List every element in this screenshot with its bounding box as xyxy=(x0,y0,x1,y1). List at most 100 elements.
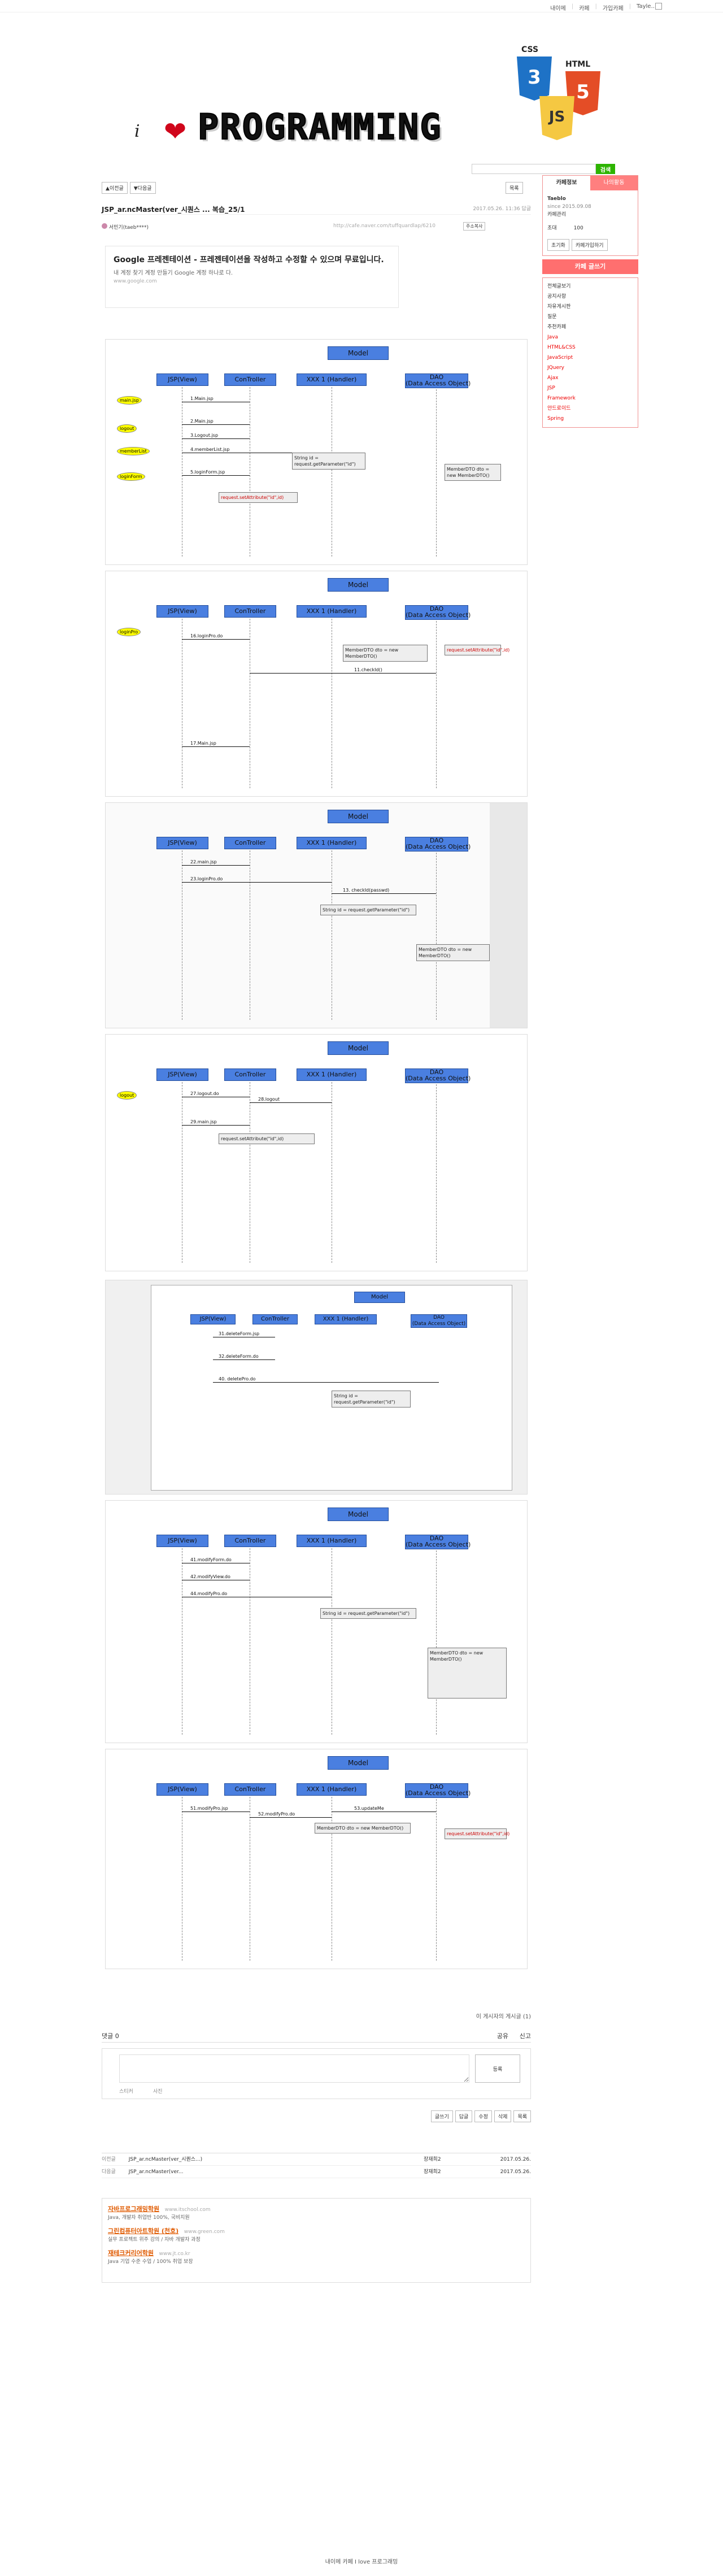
arrow-label: 40. deletePro.do xyxy=(219,1376,256,1382)
nav-row-prev[interactable]: 이전글 JSP_ar.ncMaster(ver_시퀀스...) 장재희2 201… xyxy=(102,2153,531,2166)
google-ad[interactable]: Google 프레젠테이션 - 프레젠테이션을 작성하고 수정할 수 있으며 무… xyxy=(105,246,399,308)
ad-item[interactable]: 자바프로그래밍학원 www.itschool.com Java, 개발자 취업반… xyxy=(108,2205,211,2221)
cafe-manage-link[interactable]: 카페관리 xyxy=(547,212,567,218)
lifeline xyxy=(436,621,437,788)
heart-icon: ❤ xyxy=(164,116,187,147)
gray-margin xyxy=(490,803,527,1028)
arrow-label: 27.logout.do xyxy=(190,1091,219,1096)
member-count: 100 xyxy=(573,225,583,231)
menu-section[interactable]: Java xyxy=(547,335,559,340)
comment-count[interactable]: 댓글 0 xyxy=(102,2032,119,2040)
gnb-item-joined[interactable]: 가입카페 xyxy=(602,6,624,12)
model-box: Model xyxy=(328,346,389,360)
list-button-bottom[interactable]: 목록 xyxy=(513,2110,531,2122)
tech-logos: CSS 3 HTML 5 JS xyxy=(517,40,619,153)
menu-item[interactable]: 전체글보기 xyxy=(547,284,571,289)
arrow xyxy=(182,1125,250,1126)
arrow-label: 5.loginForm.jsp xyxy=(190,470,225,475)
menu-section[interactable]: JavaScript xyxy=(547,355,573,360)
copy-url-button[interactable]: 주소복사 xyxy=(463,222,486,231)
menu-item[interactable]: 공지사항 xyxy=(547,294,567,299)
ad-item[interactable]: 재테크커리어학원 www.jt.co.kr Java 기업 수준 수업 / 10… xyxy=(108,2249,193,2265)
reply-button[interactable]: 답글 xyxy=(455,2110,473,2122)
ad-title[interactable]: Google 프레젠테이션 - 프레젠테이션을 작성하고 수정할 수 있으며 무… xyxy=(114,255,384,264)
author-posts-link[interactable]: 이 게시자의 게시글 (1) xyxy=(476,2014,531,2020)
code-note: MemberDTO dto = new MemberDTO() xyxy=(343,645,428,662)
post-date: 2017.05.26. 11:36 답글 xyxy=(473,206,531,212)
arrow-label: 16.loginPro.do xyxy=(190,633,223,638)
author-name[interactable]: 서민기(taeb****) xyxy=(108,225,149,231)
lifeline xyxy=(436,1550,437,1735)
post-action-buttons: 글쓰기 답글 수정 삭제 목록 xyxy=(430,2110,531,2122)
dao-box: DAO (Data Access Object) xyxy=(405,837,471,852)
handler-box: XXX 1 (Handler) xyxy=(315,1314,377,1324)
join-cafe-button[interactable]: 카페가입하기 xyxy=(571,239,608,251)
search-input[interactable] xyxy=(472,164,596,174)
controller-box: ConTroller xyxy=(224,373,276,386)
share-button[interactable]: 공유 xyxy=(496,2032,508,2040)
edit-button[interactable]: 수정 xyxy=(474,2110,492,2122)
nav-row-next[interactable]: 다음글 JSP_ar.ncMaster(ver... 장재희2 2017.05.… xyxy=(102,2166,531,2178)
gnb-item-user[interactable]: Tayle... xyxy=(637,3,656,10)
tab-my-activity[interactable]: 나의활동 xyxy=(590,176,638,190)
post-url[interactable]: http://cafe.naver.com/tuffquardlap/6210 xyxy=(333,223,435,229)
sticker-button[interactable]: 스티커 xyxy=(119,2089,133,2095)
report-button[interactable]: 신고 xyxy=(519,2032,531,2040)
arrow-label: 42.modifyView.do xyxy=(190,1574,230,1579)
model-box: Model xyxy=(328,810,389,823)
comment-submit-button[interactable]: 등록 xyxy=(475,2054,520,2083)
gnb-item-cafe[interactable]: 카페 xyxy=(579,6,590,12)
cafe-write-button[interactable]: 카페 글쓰기 xyxy=(542,259,638,274)
cafe-banner[interactable]: i ❤ PROGRAMMING CSS 3 HTML 5 JS xyxy=(113,23,616,164)
search-button[interactable]: 검색 xyxy=(596,164,615,174)
menu-item[interactable]: 질문 xyxy=(547,314,557,320)
sidebar: 카페정보 나의활동 Taeblo since 2015.09.08 카페관리 초… xyxy=(542,175,638,428)
comment-input[interactable] xyxy=(119,2054,469,2083)
comment-box: 등록 스티커 사진 xyxy=(102,2048,531,2099)
ad-url[interactable]: www.google.com xyxy=(114,279,157,284)
jsp-box: JSP(View) xyxy=(156,837,208,849)
arrow-label: 28.logout xyxy=(258,1097,280,1102)
prev-post-button[interactable]: ▲이전글 xyxy=(102,182,128,194)
gnb-item-me[interactable]: 내이메 xyxy=(550,6,566,12)
code-note: String id = request.getParameter("id") xyxy=(292,453,365,470)
menu-section[interactable]: HTML&CSS xyxy=(547,345,576,350)
arrow-label: 3.Logout.jsp xyxy=(190,433,219,438)
handler-box: XXX 1 (Handler) xyxy=(297,1068,367,1081)
list-button[interactable]: 목록 xyxy=(506,182,523,194)
sequence-diagram-1: Model JSP(View) ConTroller XXX 1 (Handle… xyxy=(105,339,528,565)
grid-menu-icon[interactable] xyxy=(655,3,662,10)
sequence-diagram-5: Model JSP(View) ConTroller XXX 1 (Handle… xyxy=(105,1280,528,1495)
code-note: request.setAttribute("id",id) xyxy=(219,492,298,503)
banner-i: i xyxy=(134,121,140,141)
next-post-button[interactable]: ▼다음글 xyxy=(129,182,156,194)
avatar xyxy=(102,223,107,229)
arrow xyxy=(182,746,250,747)
invite-link[interactable]: 초대 xyxy=(547,225,557,231)
jsp-box: JSP(View) xyxy=(156,1535,208,1547)
menu-section[interactable]: JSP xyxy=(547,385,555,391)
arrow xyxy=(182,438,250,439)
tab-cafe-info[interactable]: 카페정보 xyxy=(543,176,590,190)
css-label: CSS xyxy=(521,45,539,54)
menu-item[interactable]: 자유게시판 xyxy=(547,304,571,310)
menu-item[interactable]: 추천카페 xyxy=(547,324,567,330)
menu-section[interactable]: JQuery xyxy=(547,365,565,371)
write-button[interactable]: 글쓰기 xyxy=(430,2110,453,2122)
dao-box: DAO (Data Access Object) xyxy=(405,373,471,388)
menu-section[interactable]: 안드로이드 xyxy=(547,406,571,411)
ad-item[interactable]: 그린컴퓨터아트학원 (천호) www.green.com 실무 프로젝트 위주 … xyxy=(108,2227,225,2243)
menu-section[interactable]: Spring xyxy=(547,416,564,422)
lifeline xyxy=(436,1799,437,1961)
arrow-label: 1.Main.jsp xyxy=(190,396,214,401)
oval-note: loginForm xyxy=(117,472,145,481)
delete-button[interactable]: 삭제 xyxy=(494,2110,512,2122)
menu-section[interactable]: Ajax xyxy=(547,375,559,381)
arrow xyxy=(182,865,250,866)
jsp-box: JSP(View) xyxy=(156,373,208,386)
menu-section[interactable]: Framework xyxy=(547,396,576,401)
photo-button[interactable]: 사진 xyxy=(153,2089,163,2095)
arrow-label: 11.checkId() xyxy=(354,667,382,672)
reset-button[interactable]: 초기화 xyxy=(547,239,569,251)
reply-link[interactable]: 답글 xyxy=(521,206,531,212)
